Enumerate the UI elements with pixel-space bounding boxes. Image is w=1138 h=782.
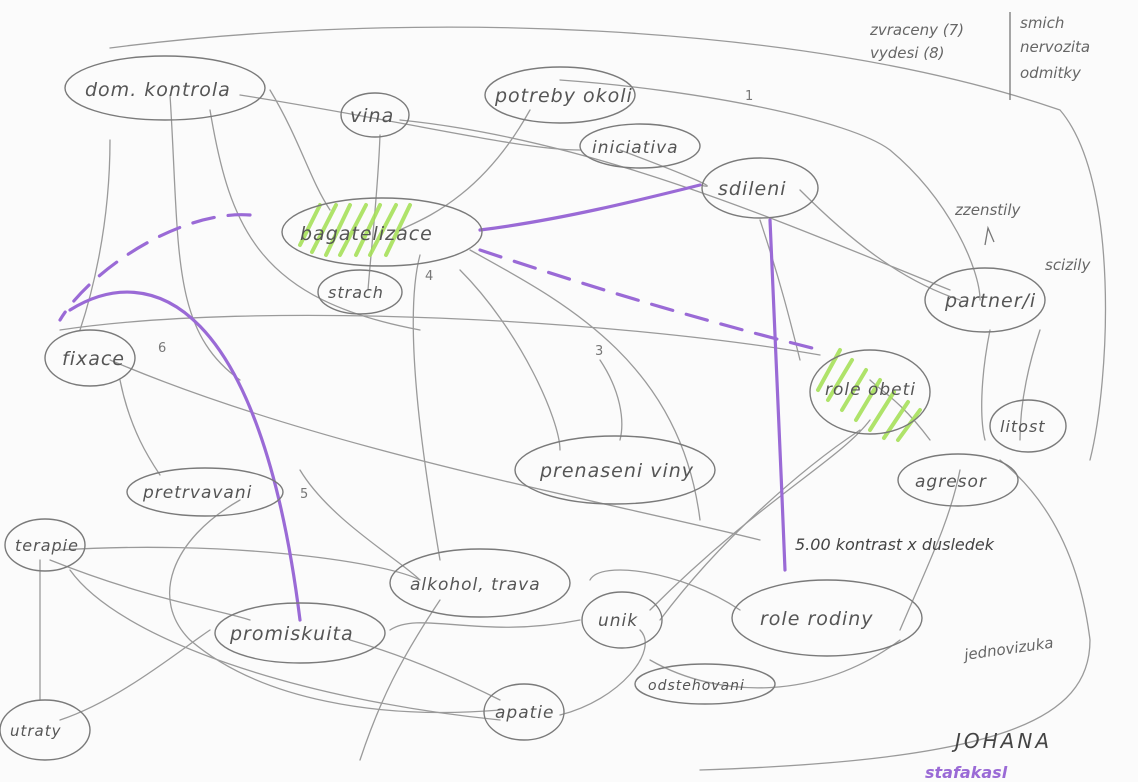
label-apatie: apatie <box>495 703 554 723</box>
note-kontrast: 5.00 kontrast x dusledek <box>795 535 995 554</box>
note-author: JOHANA <box>951 729 1052 753</box>
note-author-sub: stafakasl <box>925 763 1008 782</box>
node-litost <box>989 399 1067 453</box>
node-partner <box>924 267 1046 333</box>
edge-numbers: 1 3 5 6 4 <box>158 89 753 502</box>
node-potreby-okoli <box>484 66 636 124</box>
note-smich: smich <box>1020 14 1064 32</box>
label-fixace: fixace <box>62 348 125 370</box>
number-5: 5 <box>300 487 308 502</box>
side-notes: zvraceny (7) vydesi (8) smich nervozita … <box>795 12 1091 782</box>
node-unik <box>581 591 663 649</box>
note-vydesi: vydesi (8) <box>870 44 945 62</box>
arrow-up-icon <box>984 225 995 246</box>
nodes <box>0 55 1067 761</box>
label-vina: vina <box>350 105 394 127</box>
note-odmitky: odmitky <box>1020 64 1082 82</box>
label-litost: litost <box>1000 417 1046 436</box>
label-role-obeti: role obeti <box>825 380 916 400</box>
node-promiskuita <box>214 602 386 664</box>
label-potreby-okoli: potreby okoli <box>494 85 633 107</box>
purple-connections <box>58 183 822 622</box>
label-unik: unik <box>598 611 638 631</box>
note-scizily: scizily <box>1045 256 1091 274</box>
node-role-obeti <box>809 349 931 435</box>
number-1: 1 <box>745 89 753 104</box>
label-sdileni: sdileni <box>718 178 787 200</box>
pencil-connections <box>39 26 1107 771</box>
label-bagatelizace: bagatelizace <box>300 223 433 245</box>
node-terapie <box>4 518 86 572</box>
label-odstehovani: odstehovani <box>648 678 745 694</box>
node-alkohol-trava <box>389 548 571 618</box>
node-bagatelizace <box>281 197 483 267</box>
label-pretrvavani: pretrvavani <box>142 483 252 503</box>
node-utraty <box>0 699 91 761</box>
label-strach: strach <box>328 283 384 302</box>
label-iniciativa: iniciativa <box>592 138 679 158</box>
label-terapie: terapie <box>15 536 79 555</box>
note-zzenstily: zzenstily <box>954 201 1022 219</box>
label-prenaseni-viny: prenaseni viny <box>539 460 694 482</box>
label-dom-kontrola: dom. kontrola <box>85 79 231 101</box>
node-dom-kontrola <box>64 55 266 121</box>
number-6: 6 <box>158 341 166 356</box>
label-promiskuita: promiskuita <box>229 623 354 645</box>
highlight-scribbles <box>298 203 922 442</box>
label-utraty: utraty <box>10 722 62 740</box>
node-vina <box>340 92 410 138</box>
label-role-rodiny: role rodiny <box>760 608 874 630</box>
node-role-rodiny <box>731 579 923 657</box>
note-nervozita: nervozita <box>1020 38 1090 56</box>
node-pretrvavani <box>126 467 284 517</box>
note-zvraceny: zvraceny (7) <box>869 21 964 39</box>
node-apatie <box>483 683 565 741</box>
node-prenaseni-viny <box>514 435 716 505</box>
node-odstehovani <box>634 663 776 705</box>
node-fixace <box>44 329 136 387</box>
label-agresor: agresor <box>915 472 987 492</box>
node-labels: dom. kontrola vina potreby okoli iniciat… <box>10 79 1046 740</box>
note-jednovizuka: jednovizuka <box>961 634 1055 665</box>
node-agresor <box>897 453 1019 507</box>
number-3: 3 <box>595 344 603 359</box>
node-strach <box>317 269 403 315</box>
node-iniciativa <box>579 123 701 169</box>
number-4: 4 <box>425 269 433 284</box>
label-alkohol-trava: alkohol, trava <box>410 575 541 595</box>
label-partner: partner/i <box>944 290 1036 312</box>
node-sdileni <box>701 157 819 219</box>
